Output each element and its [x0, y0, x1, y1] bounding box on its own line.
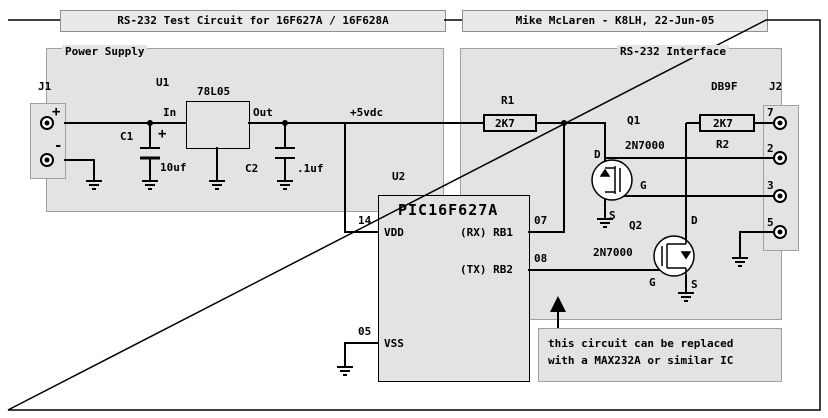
q1-gate-label: G — [640, 179, 647, 192]
mcu-u2-body — [378, 195, 530, 382]
j1-ground-wire — [64, 159, 95, 180]
j1-connector-body — [30, 103, 66, 179]
junction-dot — [147, 120, 153, 126]
j2-ground-wire — [739, 231, 780, 257]
q1-drain-label: D — [594, 148, 601, 161]
r1-ref: R1 — [501, 94, 515, 107]
u2-ref: U2 — [392, 170, 406, 183]
r2-value: 2K7 — [713, 117, 733, 130]
power-supply-label: Power Supply — [62, 45, 148, 58]
c1-ref: C1 — [120, 130, 134, 143]
q1-part: 2N7000 — [625, 139, 665, 152]
vss-ground-wire — [344, 342, 378, 366]
circuit-title: RS-232 Test Circuit for 16F627A / 16F628… — [60, 10, 446, 32]
vdd-pin-number: 14 — [358, 214, 372, 227]
q1-mosfet-symbol — [591, 159, 633, 201]
q2-mosfet-symbol — [653, 235, 695, 277]
j2-pin-label: 7 — [767, 106, 774, 119]
rb1-pin-number: 07 — [534, 214, 548, 227]
u1-part: 78L05 — [197, 85, 231, 98]
r1-body — [483, 114, 537, 132]
junction-dot — [561, 120, 567, 126]
ground-icon — [86, 180, 748, 376]
j2-pin-label: 5 — [767, 216, 774, 229]
q2-part: 2N7000 — [593, 246, 633, 259]
r2-ref: R2 — [716, 138, 730, 151]
author-date-title: Mike McLaren - K8LH, 22-Jun-05 — [462, 10, 768, 32]
q2-drain-label: D — [691, 214, 698, 227]
j1-minus-sign: - — [54, 138, 63, 154]
vss-pin-name: VSS — [384, 337, 404, 350]
r2-body — [699, 114, 755, 132]
vdd-wire — [344, 123, 378, 233]
j2-pin-label: 2 — [767, 142, 774, 155]
r1-q1-drain-wire — [564, 122, 606, 168]
j2-pin-label: 3 — [767, 179, 774, 192]
c1-polarity: + — [158, 126, 167, 142]
q2-gate-label: G — [649, 276, 656, 289]
rs232-interface-label: RS-232 Interface — [617, 45, 729, 58]
vdd-pin-name: VDD — [384, 226, 404, 239]
u1-ref: U1 — [156, 76, 170, 89]
rb2-pin-name: (TX) RB2 — [460, 263, 513, 276]
rb2-pin-number: 08 — [534, 252, 548, 265]
note-arrow-icon — [550, 296, 566, 312]
u1-in-label: In — [163, 106, 177, 119]
j2-type: DB9F — [711, 80, 738, 93]
outer-frame — [7, 19, 821, 411]
rb1-pin-name: (RX) RB1 — [460, 226, 513, 239]
vss-pin-number: 05 — [358, 325, 372, 338]
junction-dot — [282, 120, 288, 126]
u2-part: PIC16F627A — [398, 201, 499, 219]
q1-ref: Q1 — [627, 114, 641, 127]
note-box — [538, 328, 782, 382]
j2-ref: J2 — [769, 80, 783, 93]
u1-out-label: Out — [253, 106, 273, 119]
j1-plus-sign: + — [52, 104, 61, 120]
supply-voltage-label: +5vdc — [350, 106, 384, 119]
j1-ref: J1 — [38, 80, 52, 93]
q1-source-label: S — [609, 209, 616, 222]
c2-ref: C2 — [245, 162, 259, 175]
c2-value: .1uf — [297, 162, 324, 175]
r1-value: 2K7 — [495, 117, 515, 130]
q2-ref: Q2 — [629, 219, 643, 232]
note-line-1: this circuit can be replaced — [548, 337, 734, 350]
q2-source-label: S — [691, 278, 698, 291]
c1-value: 10uf — [160, 161, 187, 174]
note-line-2: with a MAX232A or similar IC — [548, 354, 734, 367]
